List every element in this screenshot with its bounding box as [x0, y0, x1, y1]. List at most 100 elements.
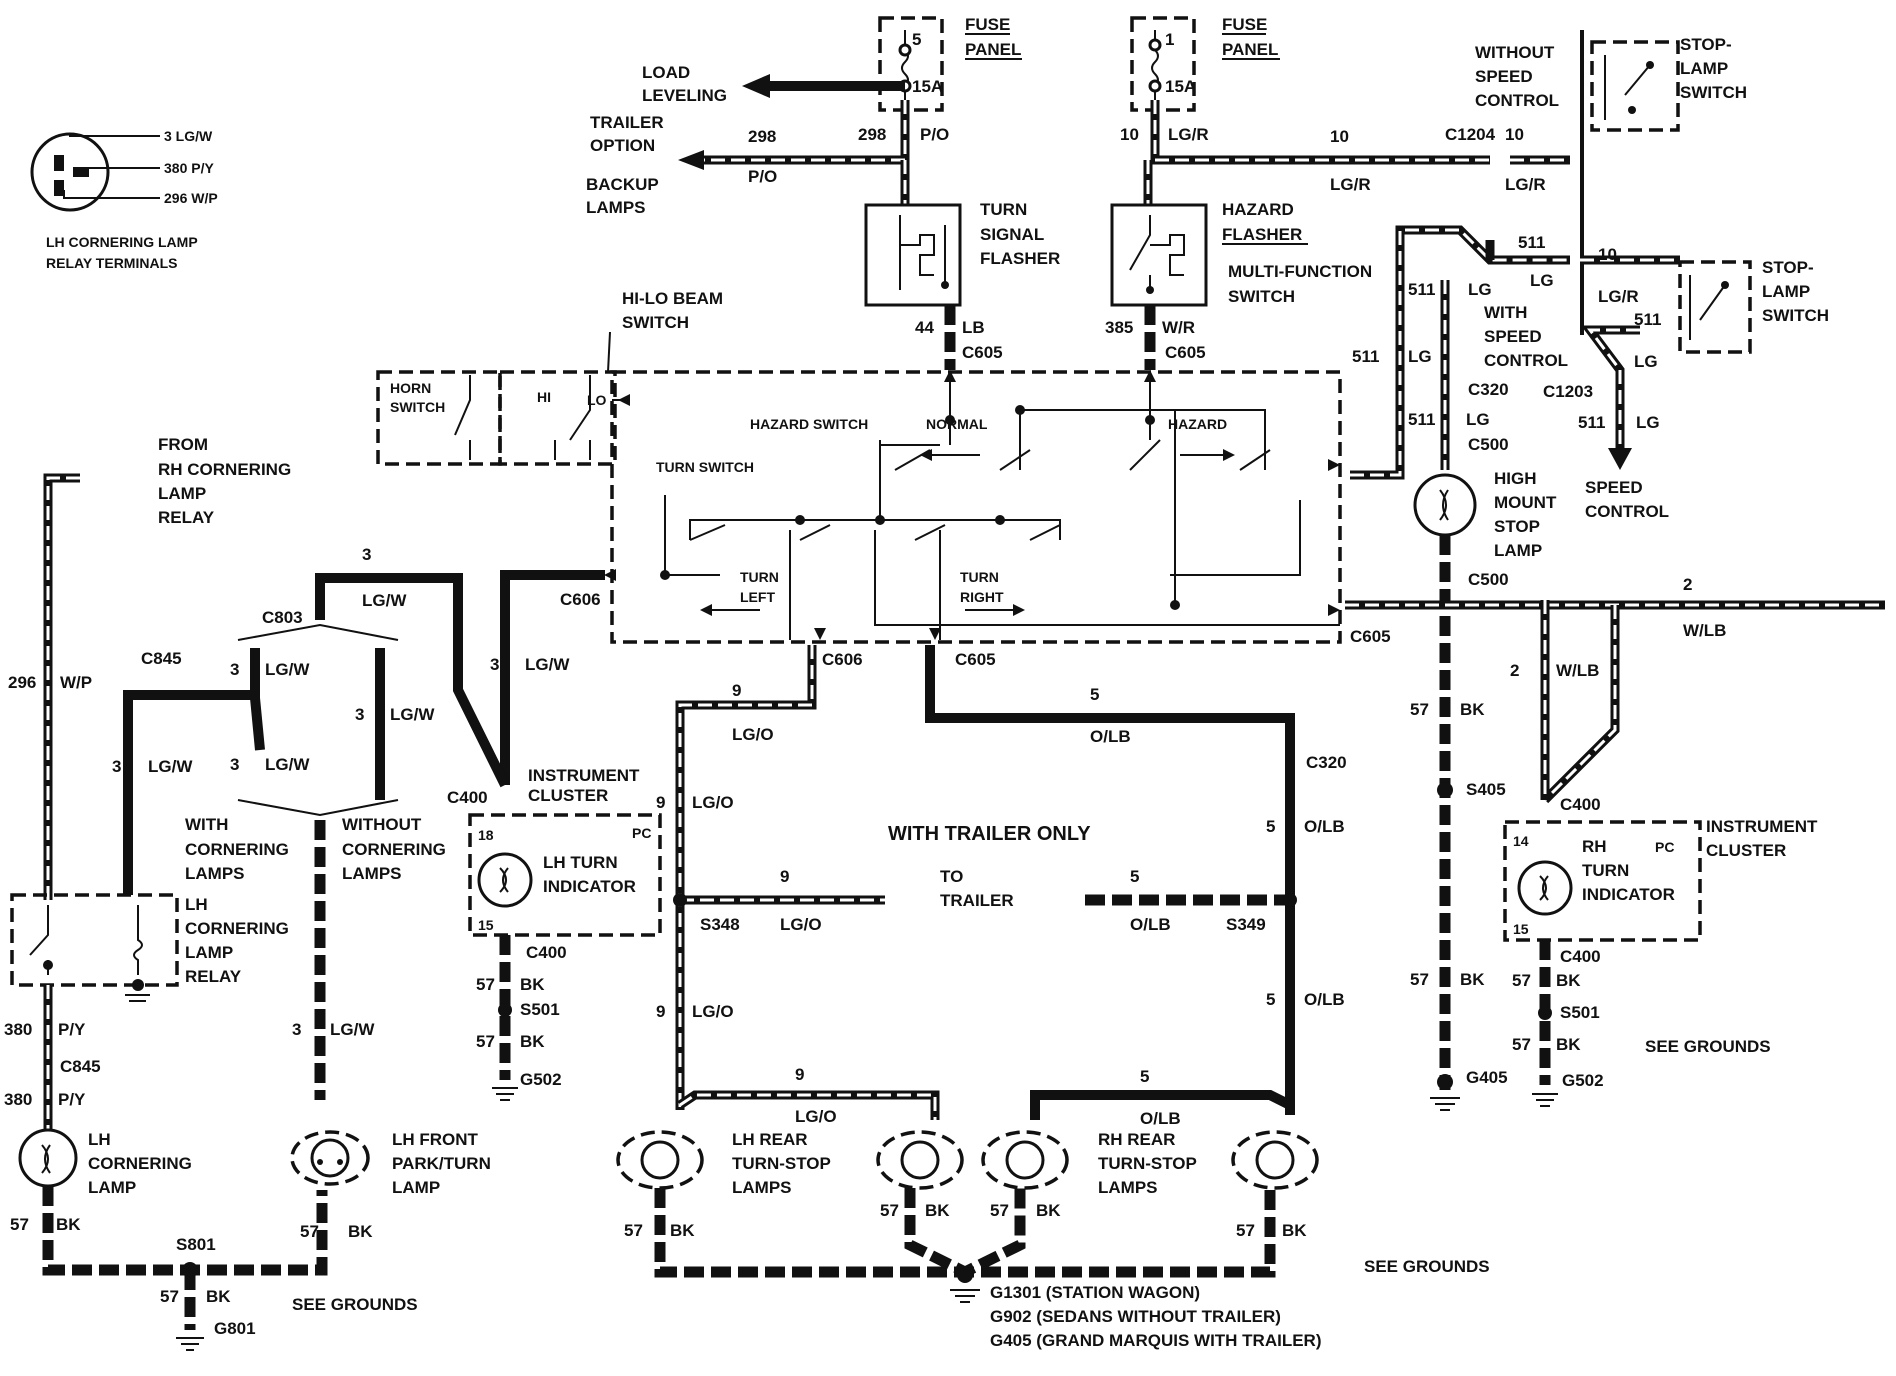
hazard-flasher: HAZARD FLASHER 385 W/R C605 [1105, 160, 1308, 370]
arrow-right-icon [1328, 459, 1340, 471]
wire-511-lg: 511 LG LG 511 511 LG [1350, 225, 1570, 480]
see-grounds-center: SEE GROUNDS [1364, 1257, 1490, 1276]
from-rh-label-3: LAMP [158, 484, 206, 503]
wire-57-ic: 57 [476, 975, 495, 994]
horn-switch-label-2: SWITCH [390, 399, 445, 415]
connector-c605-top-left: C605 [962, 343, 1003, 362]
turn-switch-label: TURN SWITCH [656, 459, 754, 475]
wire-298-label: 298 [748, 127, 776, 146]
wire-bk-icr: BK [1556, 971, 1581, 990]
trailer-option-wire: TRAILER OPTION BACKUP LAMPS 298 P/O 298 … [586, 100, 949, 217]
instrument-cluster-right: 14 15 PC RH TURN INDICATOR INSTRUMENT CL… [1503, 795, 1818, 1107]
lh-rear-label-3: LAMPS [732, 1178, 792, 1197]
hazard-flasher-label: HAZARD [1222, 200, 1294, 219]
with-trailer-title: WITH TRAILER ONLY [888, 823, 1091, 845]
ground-g801: G801 [214, 1319, 256, 1338]
stop-lamp-switch-bottom: 10 LG/R 511 LG STOP- LAMP SWITCH WITH SP… [1484, 245, 1829, 521]
connector-c400-top-left: C400 [447, 788, 488, 807]
wire-10-right-label: 10 [1505, 125, 1524, 144]
wire-wlb-label-2: W/LB [1556, 661, 1599, 680]
rh-turn-indicator-label: RH [1582, 837, 1607, 856]
wire-57-icr: 57 [1512, 971, 1531, 990]
wire-py-label: P/Y [58, 1020, 86, 1039]
lh-front-label: LH FRONT [392, 1130, 479, 1149]
connector-c803: C803 [262, 608, 303, 627]
wire-2-label-2: 2 [1510, 661, 1519, 680]
rear-grounds: 57 BK 57 BK 57 BK 57 BK G1301 (STATION W… [624, 1188, 1490, 1350]
ground-g902: G902 (SEDANS WITHOUT TRAILER) [990, 1307, 1281, 1326]
wire-olb-label: O/LB [1090, 727, 1131, 746]
wire-wp-label: W/P [60, 673, 92, 692]
multi-function-label: MULTI-FUNCTION [1228, 262, 1372, 281]
with-cornering-label-3: LAMPS [185, 864, 245, 883]
pin-14: 14 [1513, 833, 1529, 849]
without-speed-label-2: SPEED [1475, 67, 1533, 86]
wire-5-label-4: 5 [1266, 990, 1275, 1009]
connector-c500-bottom: C500 [1468, 570, 1509, 589]
turn-flasher-label: TURN [980, 200, 1027, 219]
wire-lgr-right-label: LG/R [1505, 175, 1546, 194]
wire-bk-s801: BK [206, 1287, 231, 1306]
stop-lamp-switch-top: WITHOUT SPEED CONTROL STOP- LAMP SWITCH [1475, 30, 1747, 335]
connector-c606-left: C606 [560, 590, 601, 609]
wire-lgw-label-7: LG/W [330, 1020, 375, 1039]
connector-c605-right: C605 [1350, 627, 1391, 646]
to-trailer-label-2: TRAILER [940, 891, 1014, 910]
lh-front-label-3: LAMP [392, 1178, 440, 1197]
wire-py-label-2: P/Y [58, 1090, 86, 1109]
lh-turn-indicator-label-2: INDICATOR [543, 877, 636, 896]
wire-3-lgw: 3 LG/W 3 LG/W C606 C803 C845 3 LG/W 3 LG… [112, 545, 605, 1100]
rh-turn-indicator-label-2: TURN [1582, 861, 1629, 880]
wire-9-label-3: 9 [780, 867, 789, 886]
wire-57-ic-2: 57 [476, 1032, 495, 1051]
turn-right-label: TURN [960, 569, 999, 585]
wire-3-label: 3 [362, 545, 371, 564]
lh-rear-label-2: TURN-STOP [732, 1154, 831, 1173]
load-leveling-label: LOAD [642, 63, 690, 82]
without-speed-label: WITHOUT [1475, 43, 1555, 62]
arrow-left-icon [678, 150, 704, 170]
lh-relay-label: LH [185, 895, 208, 914]
wire-wlb-label: W/LB [1683, 621, 1726, 640]
fuse-right-amp: 15A [1165, 77, 1196, 96]
instrument-cluster-left-label-2: CLUSTER [528, 786, 608, 805]
stop-lamp-top-label-2: LAMP [1680, 59, 1728, 78]
wire-lg-hm: LG [1466, 410, 1490, 429]
connector-c320: C320 [1306, 753, 1347, 772]
turn-right-label-2: RIGHT [960, 589, 1004, 605]
high-mount-stop-lamp: C320 511 LG C500 HIGH MOUNT STOP LAMP C5… [1408, 280, 1557, 1111]
wire-57-hm: 57 [1410, 700, 1429, 719]
wire-lgr-label: LG/R [1168, 125, 1209, 144]
with-speed-label-2: SPEED [1484, 327, 1542, 346]
lh-turn-indicator-label: LH TURN [543, 853, 618, 872]
wire-57-rear-3: 57 [990, 1201, 1009, 1220]
wire-lgr-sc-label: LG/R [1598, 287, 1639, 306]
wire-bk-rear-1: BK [670, 1221, 695, 1240]
wire-2-wlb: 2 W/LB 2 W/LB [1345, 575, 1885, 804]
lo-label: LO [587, 392, 607, 408]
wire-3-label-5: 3 [230, 755, 239, 774]
fuse-left-amp: 15A [912, 77, 943, 96]
lh-cornering-lamp-label-2: CORNERING [88, 1154, 192, 1173]
multi-function-label-2: SWITCH [1228, 287, 1295, 306]
arrow-right-icon [1223, 449, 1235, 461]
wire-5-olb: C605 5 O/LB C320 5 O/LB 5 O/LB S349 5 O/… [925, 645, 1347, 1128]
without-speed-label-3: CONTROL [1475, 91, 1559, 110]
relay-pin-1: 3 LG/W [164, 128, 213, 144]
wire-lgo-label-3: LG/O [780, 915, 822, 934]
wire-3-label-6: 3 [112, 757, 121, 776]
wire-5-label-3: 5 [1130, 867, 1139, 886]
wire-511-hm: 511 [1408, 410, 1435, 429]
wire-lgo-label-4: LG/O [692, 1002, 734, 1021]
backup-lamps-label-2: LAMPS [586, 198, 646, 217]
wire-lgw-label-5: LG/W [265, 755, 310, 774]
see-grounds-right: SEE GROUNDS [1645, 1037, 1771, 1056]
stop-lamp-bottom-label: STOP- [1762, 258, 1814, 277]
wire-5-label-5: 5 [1140, 1067, 1149, 1086]
ground-g502-left: G502 [520, 1070, 562, 1089]
wire-bk-hm-2: BK [1460, 970, 1485, 989]
wire-lgw-label-6: LG/W [148, 757, 193, 776]
pin-15-left: 15 [478, 917, 494, 933]
trailer-option-label-2: OPTION [590, 136, 655, 155]
wire-57-s801: 57 [160, 1287, 179, 1306]
